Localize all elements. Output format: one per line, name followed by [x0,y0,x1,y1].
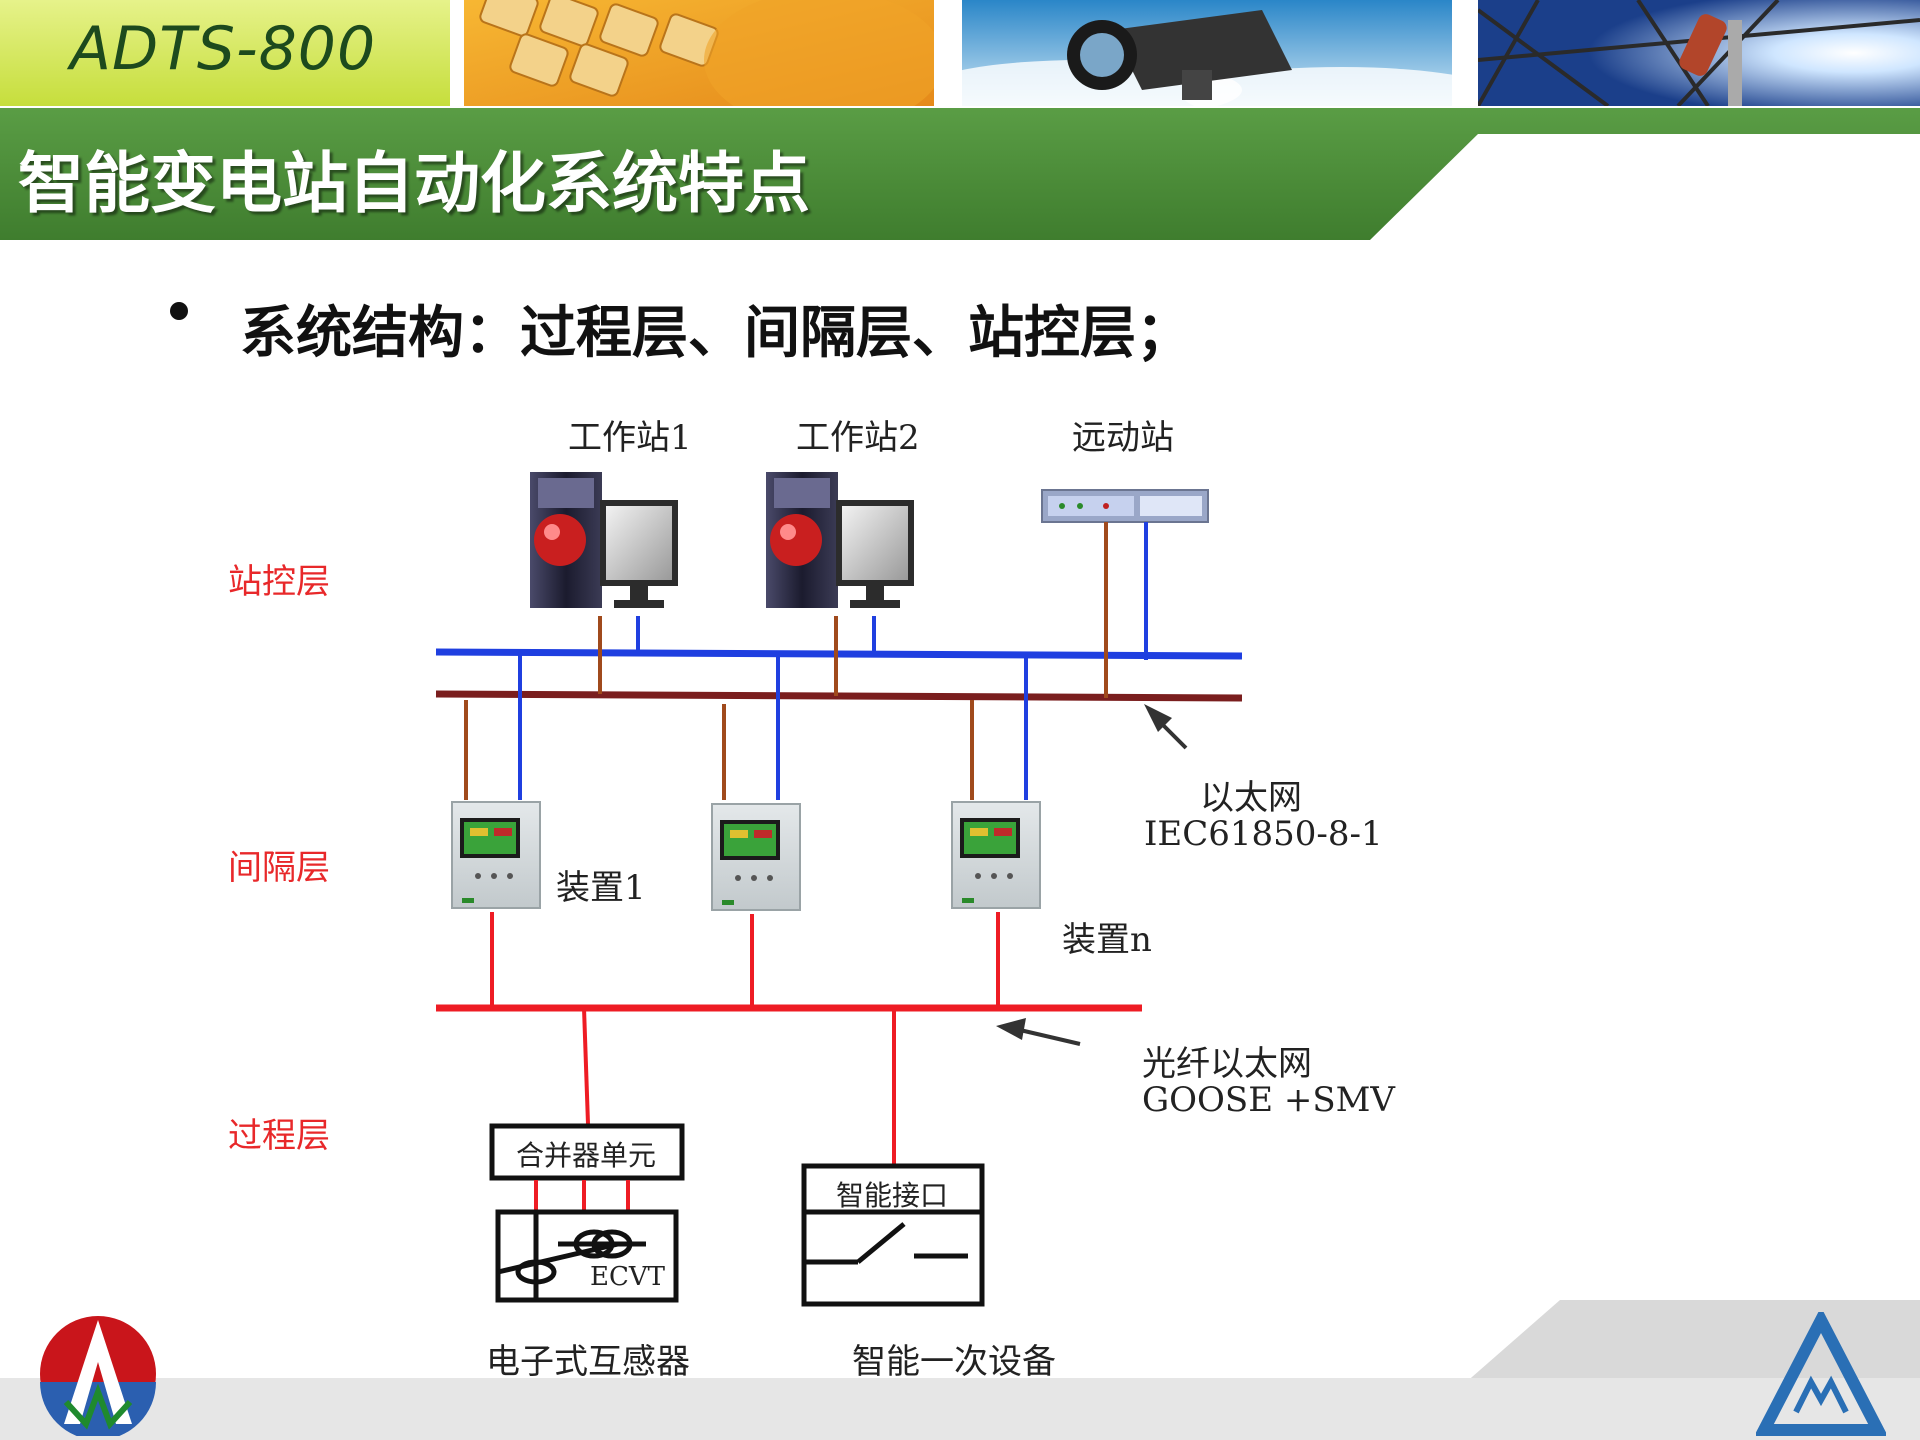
smart-primary-equipment-label: 智能一次设备 [852,1342,1056,1382]
process-drops [490,912,1000,1164]
ethernet-label: 以太网 [1200,778,1302,818]
bullet-text: 系统结构：过程层、间隔层、站控层； [240,301,1192,366]
workstation-1-label: 工作站1 [568,418,692,458]
bay-device-1-label: 装置1 [556,868,646,908]
ethernet-protocol-label: IEC61850-8-1 [1144,814,1383,854]
remote-station-icon [1041,489,1209,523]
ecvt-icon [495,1209,679,1303]
smart-interface-label: 智能接口 [836,1179,949,1212]
bay-device-2-icon [711,803,801,911]
smart-interface-icon [801,1163,985,1307]
power-line-photo [1478,0,1920,106]
bay-drops [464,652,1028,800]
workstation-2-icon [766,472,914,608]
brand-panel [0,0,450,106]
layer-label-bay: 间隔层 [228,848,330,888]
title-bar [0,108,1920,240]
station-drops [598,522,1148,698]
company-logo-right [1756,1312,1886,1436]
header-banner: ADTS-800 [0,0,1920,108]
bay-device-1-icon [451,801,541,909]
bay-device-n-icon [951,801,1041,909]
company-logo-left [40,1316,156,1436]
bay-device-n-label: 装置n [1062,920,1152,960]
workstation-2-label: 工作站2 [796,418,920,458]
ecvt-label: ECVT [590,1262,665,1292]
brand-logo-text: ADTS-800 [70,14,377,84]
merging-unit-box [489,1123,685,1181]
bullet-dot [170,302,188,320]
slide-title: 智能变电站自动化系统特点 [18,145,810,222]
footer-band [0,1300,1920,1440]
merging-unit-links [534,1180,630,1212]
fiber-protocol-label: GOOSE +SMV [1142,1080,1395,1120]
station-bus-darkred [435,690,1243,702]
remote-station-label: 远动站 [1072,418,1174,458]
station-bus-blue [435,648,1243,660]
merging-unit-label: 合并器单元 [516,1139,657,1172]
workstation-1-icon [530,472,678,608]
camera-photo [962,0,1452,106]
fiber-arrow-icon [996,1018,1081,1046]
ethernet-arrow-icon [1144,704,1188,750]
electronic-transformer-label: 电子式互感器 [486,1342,690,1382]
keyboard-photo [464,0,934,106]
fiber-ethernet-label: 光纤以太网 [1142,1044,1312,1084]
layer-label-process: 过程层 [228,1116,330,1156]
layer-label-station: 站控层 [228,562,330,602]
